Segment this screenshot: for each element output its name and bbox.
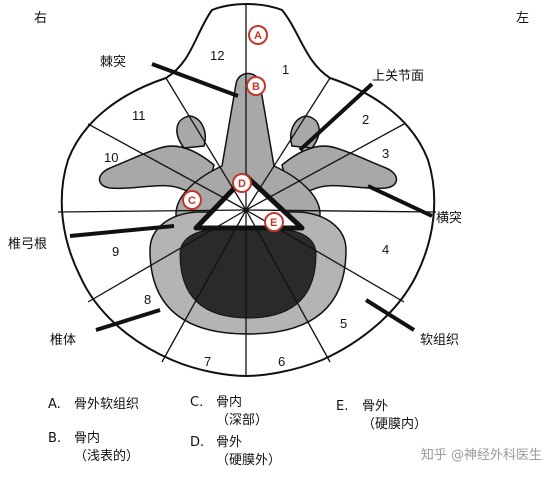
right-side-label: 右 [34, 11, 47, 26]
left-side-label: 左 [516, 11, 529, 26]
zone-number: 8 [144, 292, 151, 307]
zone-number: 4 [382, 242, 389, 257]
svg-text:C: C [188, 195, 196, 207]
zone-number: 10 [104, 150, 118, 165]
zone-number: 1 [282, 62, 289, 77]
zone-number: 5 [340, 316, 347, 331]
zone-number: 6 [278, 354, 285, 369]
legend-item-b: B.骨内 （浅表的） [48, 431, 140, 464]
facet-right [176, 115, 206, 149]
marker-d: D [232, 173, 252, 193]
transverse-process-right [98, 145, 215, 206]
zone-number: 12 [210, 48, 224, 63]
svg-text:E: E [270, 217, 277, 229]
zone-number: 9 [112, 244, 119, 259]
vertebral-body-inner [179, 229, 317, 319]
superior-facet-label: 上关节面 [372, 69, 424, 84]
spinous-process-label: 棘突 [100, 54, 126, 70]
zone-number: 3 [382, 146, 389, 161]
marker-c: C [182, 190, 202, 210]
watermark: 知乎 @神经外科医生 [420, 448, 542, 463]
legend-item-e: E.骨外 （硬膜内） [336, 399, 428, 432]
pedicle-label: 椎弓根 [8, 237, 47, 252]
legend-item-c: C.骨内 （深部） [190, 395, 269, 428]
label-pointers [69, 62, 433, 332]
svg-text:A: A [254, 30, 262, 42]
transverse-process-label: 横突 [436, 210, 462, 226]
marker-a: A [248, 25, 268, 45]
legend-item-d: D.骨外 （硬膜外） [190, 435, 282, 468]
marker-b: B [246, 76, 266, 96]
zone-number: 2 [362, 112, 369, 127]
vertebral-body-label: 椎体 [50, 333, 76, 348]
zone-number: 7 [204, 354, 211, 369]
svg-text:B: B [252, 81, 260, 93]
svg-text:D: D [238, 178, 246, 190]
legend-item-a: A.骨外软组织 [48, 397, 140, 412]
zone-number: 11 [132, 108, 146, 123]
soft-tissue-label: 软组织 [420, 333, 459, 348]
transverse-process-left [281, 145, 398, 206]
marker-e: E [264, 212, 284, 232]
